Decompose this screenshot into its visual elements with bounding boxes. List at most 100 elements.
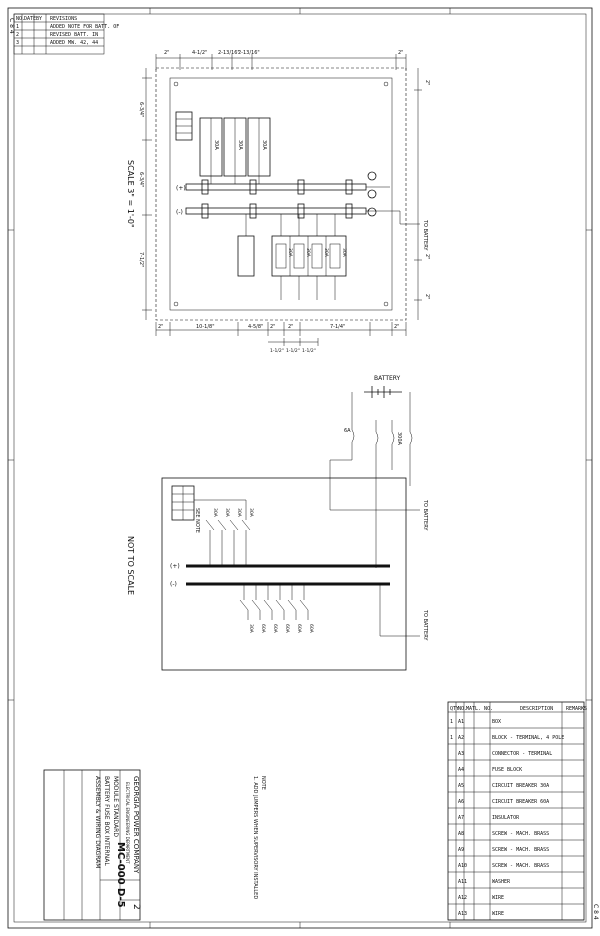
corner-mark-bottom: C 8 4: [592, 904, 599, 920]
schematic-breaker-label: 60A: [284, 624, 290, 634]
lower-breakers: [239, 584, 309, 620]
material-cell: A10: [458, 863, 467, 869]
top-dimension: 2-13/16": [218, 50, 240, 56]
schematic-breaker-label: 30A: [236, 508, 242, 518]
material-cell: CONNECTOR - TERMINAL: [492, 751, 552, 757]
material-cell: A6: [458, 799, 464, 805]
corner-mark-top: C 8 4: [8, 18, 15, 34]
material-header: NO.: [458, 706, 467, 712]
material-cell: SCREW - MACH. BRASS: [492, 847, 549, 853]
small-fuse-label: 6A: [344, 428, 351, 434]
schematic-breaker-label: 60A: [272, 624, 278, 634]
material-cell: BLOCK - TERMINAL, 4 POLE: [492, 735, 564, 741]
revision-header: DATE: [24, 16, 36, 22]
title-line-2: BATTERY FUSE BOX INTERNAL: [103, 776, 110, 866]
main-fuse-label: 300A: [396, 432, 402, 446]
revision-cell: REVISED BATT. IN: [50, 32, 98, 38]
title-line-1: MODULE STANDARD: [112, 776, 119, 837]
material-header: DESCRIPTION: [520, 706, 553, 712]
bottom-dimension: 2": [288, 324, 293, 330]
material-cell: WIRE: [492, 895, 504, 901]
sheet-number: 2: [131, 904, 141, 910]
to-battery-label-1: TO BATTERY: [422, 499, 428, 531]
material-cell: BOX: [492, 719, 501, 725]
bottom-sub-dimension: 1-1/2": [270, 348, 284, 354]
right-dimension: 2": [424, 80, 430, 85]
schematic-minus-label: (-): [170, 581, 177, 588]
upper-breaker-group: [199, 117, 271, 177]
bottom-dimension: 2": [158, 324, 163, 330]
bus-bar-minus: [185, 207, 367, 215]
scale-label: SCALE 3" = 1'-0": [126, 160, 135, 228]
schematic-breaker-label: 30A: [248, 624, 254, 634]
revision-header: BY: [36, 16, 42, 22]
material-cell: 1: [450, 719, 453, 725]
material-cell: A3: [458, 751, 464, 757]
top-dimension: 2": [164, 50, 169, 56]
material-cell: A13: [458, 911, 467, 917]
schematic-breaker-label: 30A: [224, 508, 230, 518]
schematic-breaker-label: 30A: [212, 508, 218, 518]
left-breaker: [237, 235, 255, 277]
title-line-3: ASSEMBLY & WIRING DIAGRAM: [94, 776, 101, 868]
material-cell: A5: [458, 783, 464, 789]
material-cell: A7: [458, 815, 464, 821]
bottom-sub-dimension: 1-1/2": [286, 348, 300, 354]
breaker-label: 30A: [323, 248, 329, 258]
bottom-dimension: 4-5/8": [248, 324, 263, 330]
box-outline: [155, 67, 407, 321]
material-cell: SCREW - MACH. BRASS: [492, 863, 549, 869]
breaker-label: 30A: [261, 140, 267, 150]
bus-insulators: [201, 179, 353, 219]
box-layout-diagram: 2"4-1/2"2-13/16"2-13/16"2" 2"10-1/8"4-5/…: [126, 50, 430, 354]
terminal-strip: [171, 485, 195, 521]
material-cell: SCREW - MACH. BRASS: [492, 831, 549, 837]
note-heading: NOTE: [260, 776, 266, 790]
revision-cell: ADDED MW. 42, 44: [50, 40, 98, 46]
revision-cell: 1: [16, 24, 19, 30]
material-cell: A12: [458, 895, 467, 901]
schematic-breaker-label: 60A: [260, 624, 266, 634]
title-block: GEORGIA POWER COMPANY ELECTRICAL ENGINEE…: [43, 769, 141, 921]
material-header: QTY: [450, 706, 459, 712]
upper-breakers: [194, 499, 251, 566]
to-battery-label-2: TO BATTERY: [422, 609, 428, 641]
material-cell: WASHER: [492, 879, 511, 885]
left-dimension: 7-1/2": [138, 252, 144, 267]
see-note-label: SEE NOTE: [194, 508, 200, 533]
material-cell: CIRCUIT BREAKER 60A: [492, 799, 549, 805]
department-name: ELECTRICAL ENGINEERING DEPARTMENT: [125, 782, 130, 864]
note-block: NOTE 1. ADD JUMPERS WHEN SUPERVISORY INS…: [252, 776, 266, 899]
left-dimension: 6-3/4": [138, 102, 144, 117]
bottom-sub-dimension: 1-1/2": [302, 348, 316, 354]
material-cell: CIRCUIT BREAKER 30A: [492, 783, 549, 789]
revision-cell: ADDED NOTE FOR BATT. OF: [50, 24, 119, 30]
bus-minus-label: (-): [176, 209, 183, 216]
material-cell: INSULATOR: [492, 815, 520, 821]
edge-ticks: [8, 8, 592, 928]
schematic-breaker-label: 60A: [296, 624, 302, 634]
wiring-diagram: NOT TO SCALE BATTERY 6A 300A SEE NOTE 30…: [126, 375, 428, 671]
material-cell: FUSE BLOCK: [492, 767, 522, 773]
battery-symbol: [351, 386, 411, 420]
schematic-breaker-label: 60A: [308, 624, 314, 634]
material-cell: 1: [450, 735, 453, 741]
material-cell: A9: [458, 847, 464, 853]
material-cell: A11: [458, 879, 467, 885]
revision-header: REVISIONS: [50, 16, 77, 22]
left-dimension: 6-3/4": [138, 172, 144, 187]
schematic-breaker-label: 30A: [248, 508, 254, 518]
material-cell: A1: [458, 719, 464, 725]
bottom-dimension: 7-1/4": [330, 324, 345, 330]
revision-cell: 2: [16, 32, 19, 38]
right-connectors: [366, 171, 420, 225]
bus-plus-label: (+): [176, 185, 186, 192]
material-cell: A8: [458, 831, 464, 837]
drawing-number: MC-000 D-5: [115, 842, 126, 908]
right-dimension: 2": [424, 254, 430, 259]
schematic-box: [161, 477, 407, 671]
breaker-label: 30A: [213, 140, 219, 150]
schematic-plus-label: (+): [170, 563, 180, 570]
